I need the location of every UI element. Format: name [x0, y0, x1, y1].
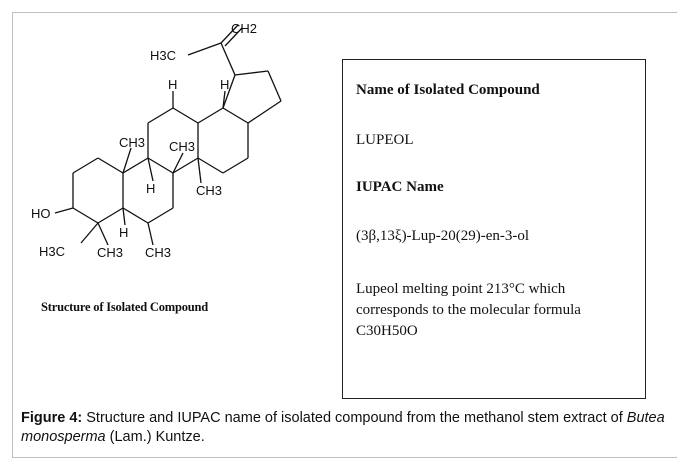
iupac-value: (3β,13ξ)-Lup-20(29)-en-3-ol [356, 228, 530, 244]
atom-h-d: H [119, 225, 128, 240]
name-heading: Name of Isolated Compound [356, 82, 540, 98]
description: Lupeol melting point 213°C which corresp… [356, 279, 636, 342]
molecular-formula: C30H50O [356, 323, 418, 339]
atom-ch3-c: CH3 [196, 183, 222, 198]
description-line-1: Lupeol melting point 213°C which [356, 281, 566, 297]
caption-label: Figure 4: [21, 410, 83, 426]
caption-text-2: (Lam.) Kuntze. [105, 429, 205, 445]
description-line-2: corresponds to the molecular formula [356, 302, 581, 318]
figure-caption: Figure 4: Structure and IUPAC name of is… [21, 409, 677, 447]
atom-ch3-d: CH3 [97, 245, 123, 260]
chemical-structure: CH2 H3C H H CH3 CH3 H CH3 HO H H3C CH3 C… [13, 13, 353, 343]
atom-ho: HO [31, 206, 51, 221]
atom-h3c-top: H3C [150, 48, 176, 63]
atom-ch3-b: CH3 [169, 139, 195, 154]
atom-ch2: CH2 [231, 21, 257, 36]
atom-h-b: H [220, 77, 229, 92]
name-value: LUPEOL [356, 132, 414, 148]
caption-text-1: Structure and IUPAC name of isolated com… [82, 410, 627, 426]
atom-h-c: H [146, 181, 155, 196]
iupac-heading: IUPAC Name [356, 179, 444, 195]
atom-ch3-e: CH3 [145, 245, 171, 260]
lupeol-structure-drawing: CH2 H3C H H CH3 CH3 H CH3 HO H H3C CH3 C… [31, 21, 282, 260]
atom-h3c-bottom: H3C [39, 244, 65, 259]
atom-h-a: H [168, 77, 177, 92]
compound-info-box: Name of Isolated Compound LUPEOL IUPAC N… [342, 59, 646, 399]
structure-label: Structure of Isolated Compound [41, 300, 209, 314]
atom-ch3-a: CH3 [119, 135, 145, 150]
caption-species: Butea monosperma [21, 410, 665, 445]
figure-frame: CH2 H3C H H CH3 CH3 H CH3 HO H H3C CH3 C… [12, 12, 677, 458]
